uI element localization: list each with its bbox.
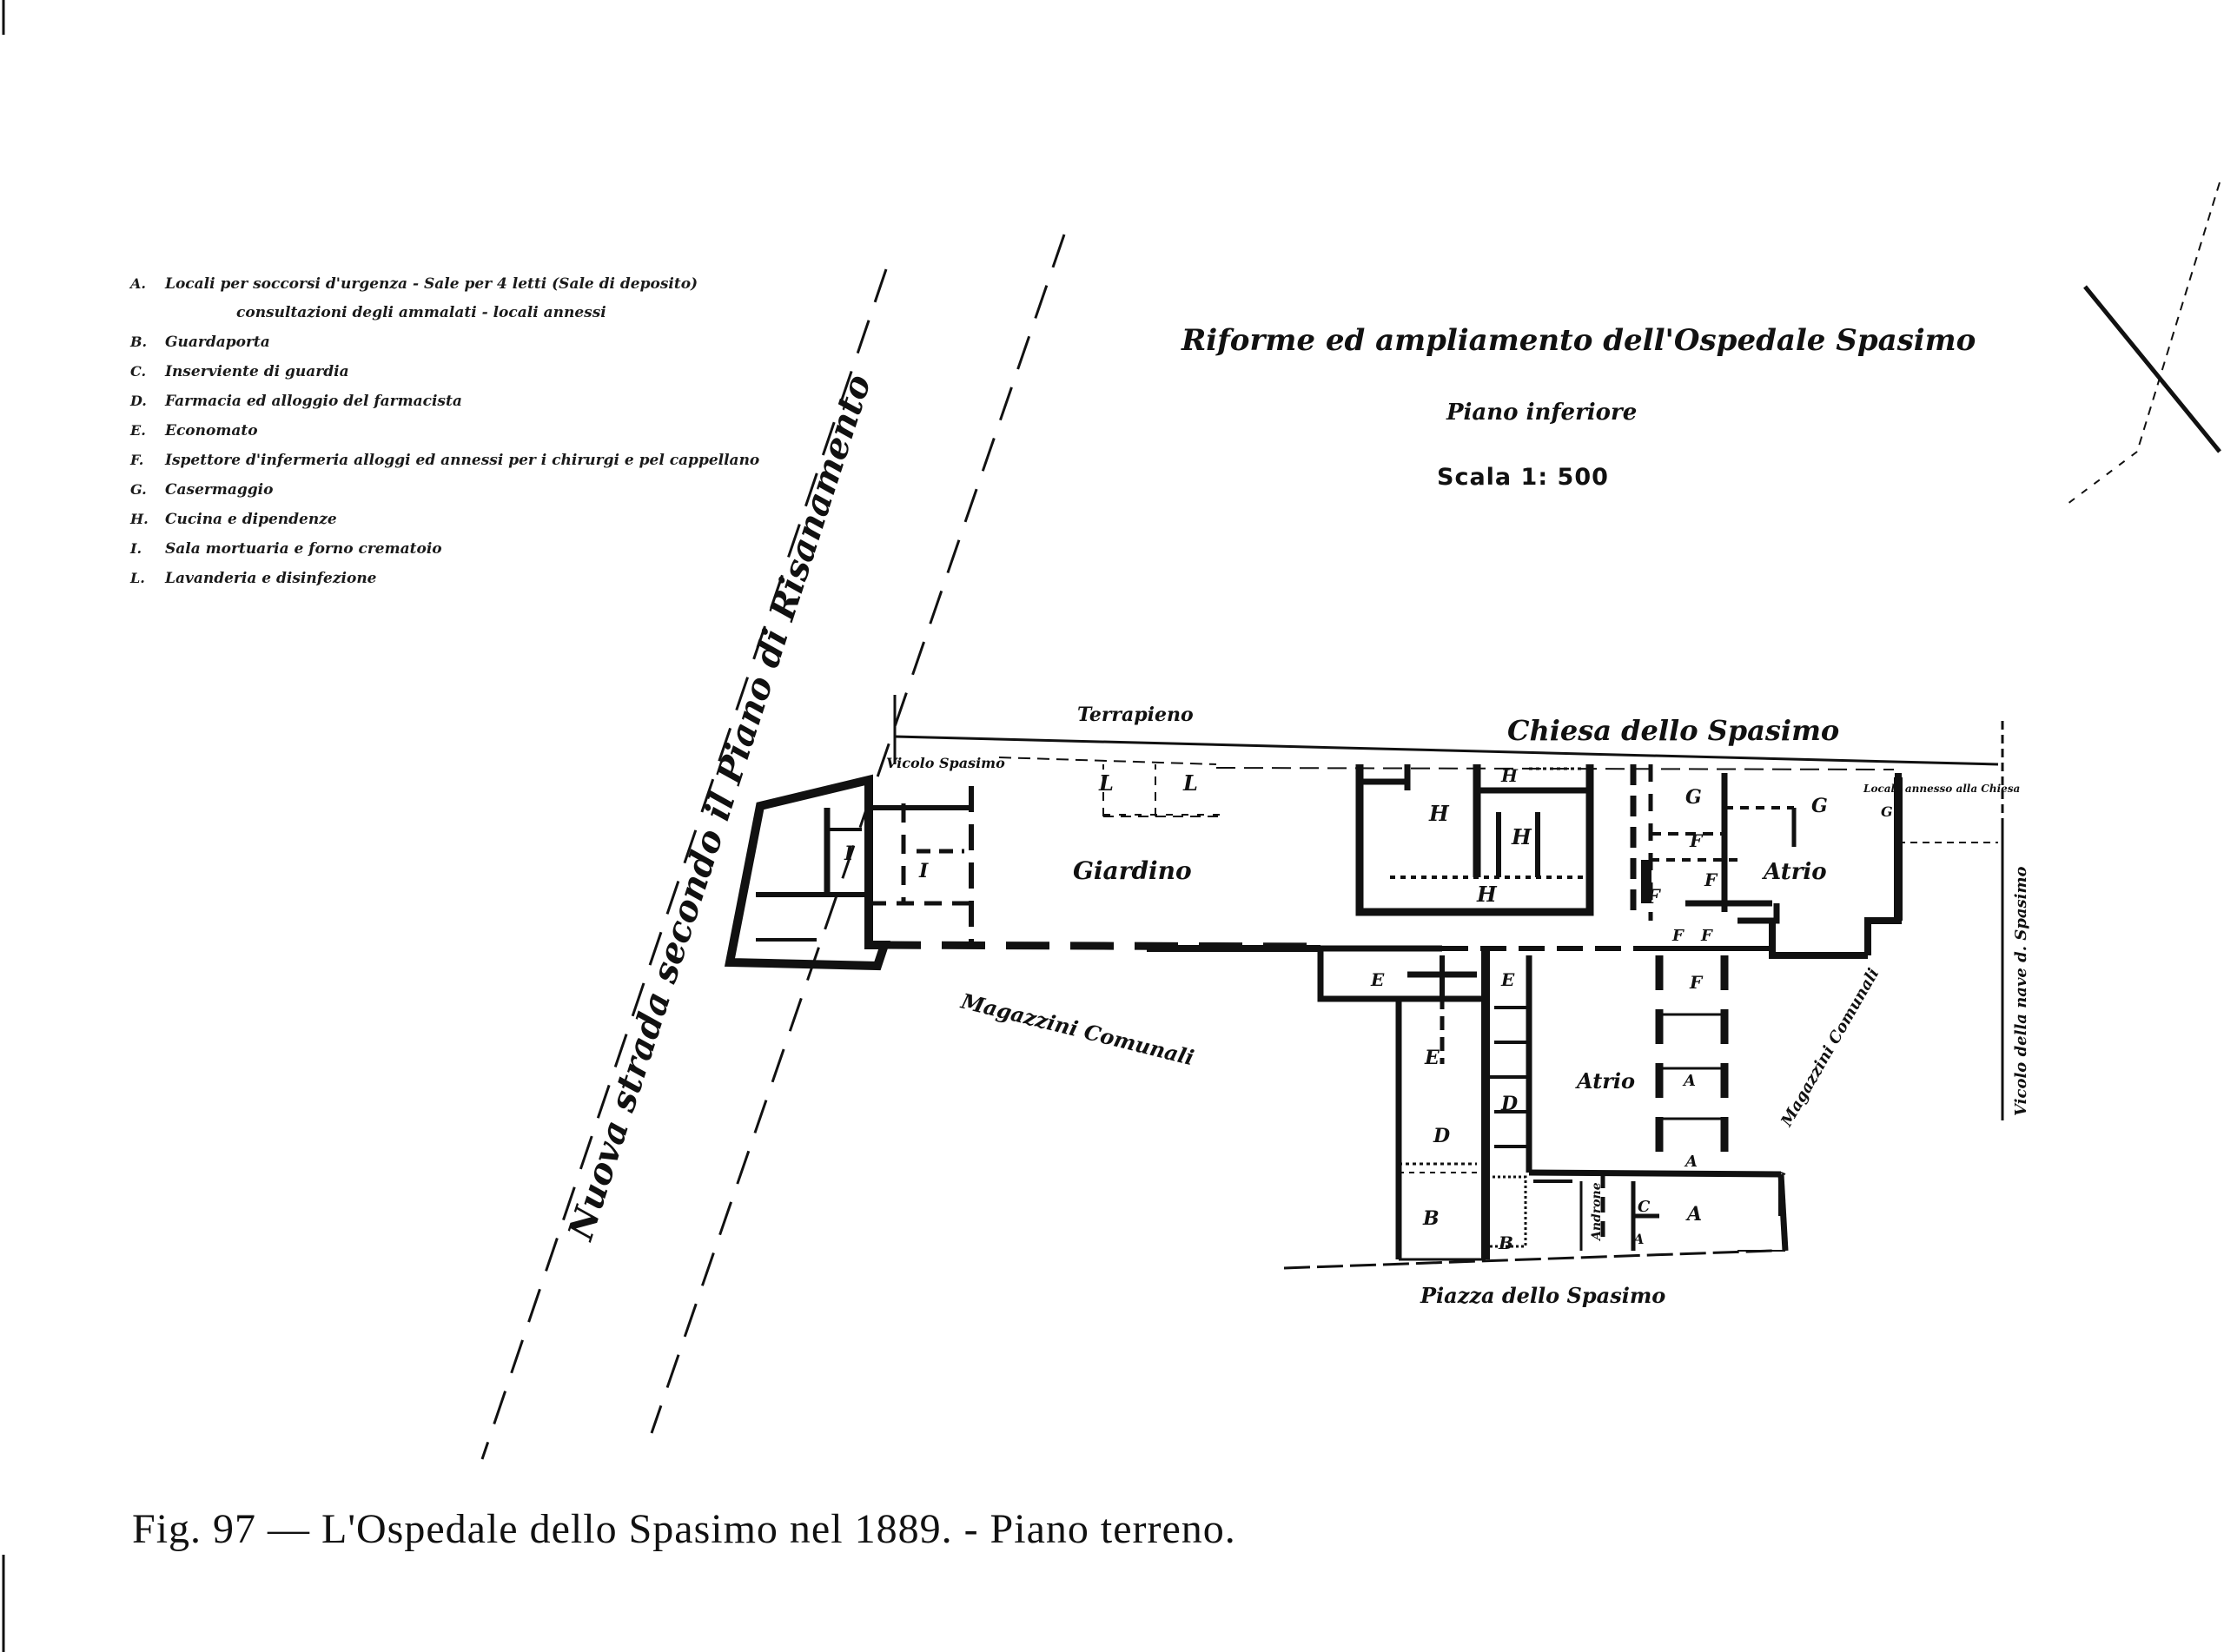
room-letter-a: A (1685, 1203, 1702, 1226)
locale-chiesa-label: Locale annesso alla Chiesa (1863, 783, 2020, 795)
magazzini-right-label: Magazzini Comunali (1777, 965, 1883, 1130)
kitchen-block (1355, 764, 1594, 916)
room-letter-f: F (1671, 927, 1685, 945)
piazza-label: Piazza dello Spasimo (1420, 1283, 1665, 1308)
atrio-main-label: Atrio (1575, 1068, 1635, 1094)
room-letter-f: F (1689, 830, 1704, 851)
legend-item: consultazioni degli ammalati - locali an… (236, 304, 606, 321)
legend-item: F.Ispettore d'infermeria alloggi ed anne… (130, 452, 760, 469)
legend-item: C.Inserviente di guardia (130, 363, 349, 380)
north-boundary (893, 695, 2004, 869)
room-letter-f: F (1700, 927, 1713, 945)
chiesa-label: Chiesa dello Spasimo (1507, 714, 1839, 747)
legend-item: A.Locali per soccorsi d'urgenza - Sale p… (130, 275, 698, 293)
legend-item: D.Farmacia ed alloggio del farmacista (130, 393, 462, 410)
room-letter-l: L (1182, 770, 1198, 796)
androne-label: Androne (1590, 1182, 1604, 1242)
room-letter-i: I (918, 860, 929, 882)
legend-item: E.Economato (130, 422, 258, 439)
room-letter-f: F (1645, 886, 1661, 909)
room-letter-e: E (1424, 1047, 1440, 1069)
south-wing (1283, 945, 1789, 1270)
right-block (1630, 764, 1903, 959)
plan-scale: Scala 1: 500 (1437, 464, 1609, 491)
room-letter-h: H (1428, 801, 1450, 826)
plan-subtitle: Piano inferiore (1446, 400, 1638, 426)
giardino-label: Giardino (1073, 856, 1192, 885)
road-label: Nuova strada secondo il Piano di Risanam… (559, 370, 879, 1246)
garden-area (1102, 764, 1225, 817)
vicolo-nave-label: Vicolo della nave d. Spasimo (2012, 866, 2030, 1116)
left-wing (724, 774, 974, 971)
room-letter-f: F (1689, 972, 1704, 993)
garden-dashed-wall (877, 941, 1321, 951)
room-letter-a: A (1632, 1231, 1644, 1247)
legend-item: L.Lavanderia e disinfezione (130, 570, 377, 587)
room-letter-g: G (1881, 803, 1893, 820)
plan-title: Riforme ed ampliamento dell'Ospedale Spa… (1182, 323, 1976, 358)
room-letter-g: G (1811, 795, 1828, 817)
vicolo-spasimo-label: Vicolo Spasimo (886, 755, 1005, 771)
cross-mark (2067, 182, 2221, 505)
new-road-lines (480, 234, 1066, 1460)
legend-item: I.Sala mortuaria e forno crematoio (130, 540, 442, 558)
terrapieno-label: Terrapieno (1077, 704, 1194, 726)
room-letter-b: B (1498, 1232, 1513, 1253)
room-letter-l: L (1098, 770, 1114, 796)
room-letter-h: H (1476, 882, 1498, 907)
room-letter-h: H (1500, 765, 1519, 786)
room-letter-f: F (1704, 869, 1718, 890)
room-letter-d: D (1433, 1125, 1450, 1147)
room-letter-i: I (844, 843, 854, 865)
room-letter-e: E (1500, 969, 1515, 990)
room-letter-g: G (1685, 786, 1702, 809)
magazzini-left-label: Magazzini Comunali (958, 988, 1197, 1070)
atrio-right-label: Atrio (1761, 859, 1827, 885)
room-letter-a: A (1684, 1153, 1698, 1171)
room-letter-b: B (1422, 1207, 1440, 1230)
room-letter-c: C (1638, 1198, 1651, 1216)
legend-item: G.Casermaggio (130, 481, 274, 499)
room-letter-d: D (1500, 1093, 1518, 1115)
figure-caption: Fig. 97 — L'Ospedale dello Spasimo nel 1… (132, 1506, 1236, 1552)
legend: A.Locali per soccorsi d'urgenza - Sale p… (130, 269, 760, 593)
room-letter-a: A (1682, 1072, 1696, 1090)
legend-item: B.Guardaporta (130, 334, 270, 351)
legend-item: H.Cucina e dipendenze (130, 511, 337, 528)
room-letter-e: E (1370, 969, 1385, 990)
room-letter-h: H (1511, 824, 1532, 849)
